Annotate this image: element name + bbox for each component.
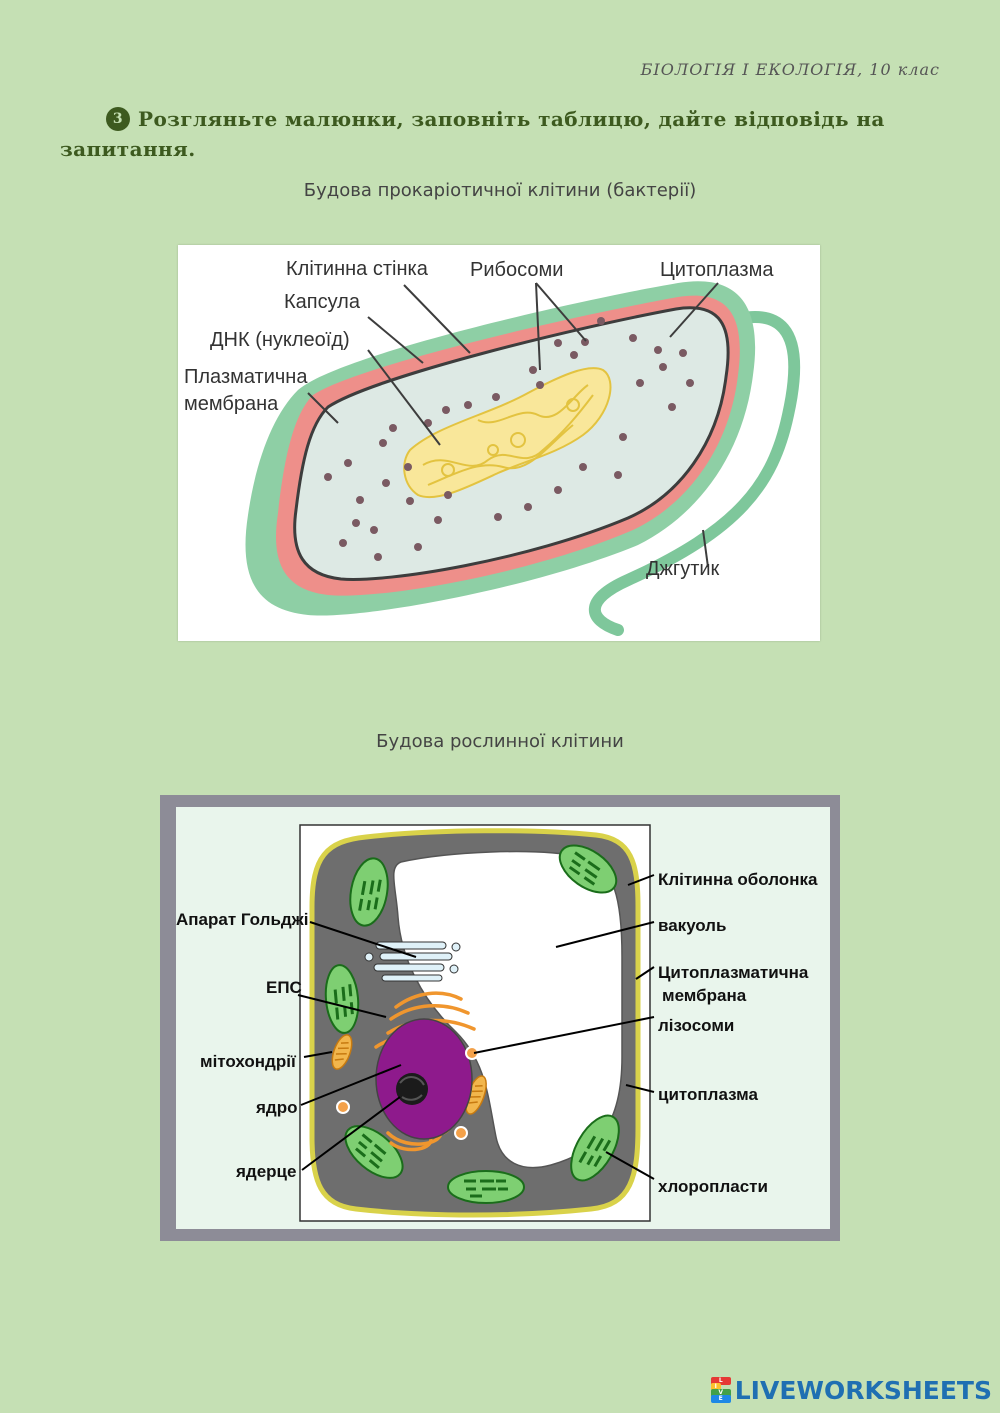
golgi-shape <box>364 941 461 982</box>
label-golgi: Апарат Гольджі <box>176 910 308 929</box>
logo-letter-e: E <box>710 1395 731 1403</box>
task-text: Розгляньте малюнки, заповніть таблицю, д… <box>60 107 885 161</box>
label-chloroplasts: хлоропласти <box>658 1177 768 1196</box>
label-cytoplasm: Цитоплазма <box>660 259 774 281</box>
label-mitochondria: мітохондрії <box>200 1052 297 1071</box>
plant-cell-diagram: Апарат Гольджі ЕПС мітохондрії ядро ядер… <box>176 824 818 1222</box>
task-number-badge: 3 <box>106 107 130 131</box>
nucleolus-shape <box>396 1073 428 1105</box>
logo-letter-i: I <box>710 1383 721 1391</box>
liveworksheets-logo[interactable]: L I V E LIVEWORKSHEETS <box>710 1375 992 1405</box>
prokaryotic-cell-diagram: Клітинна стінка Рибосоми Цитоплазма Капс… <box>184 258 801 636</box>
label-nucleus: ядро <box>255 1098 297 1117</box>
label-cytoplasm-plant: цитоплазма <box>658 1085 758 1104</box>
plant-leader-lines <box>297 874 655 1180</box>
label-cell-wall: Клітинна стінка <box>286 258 429 280</box>
label-membrane-line1: Плазматична <box>184 366 308 388</box>
label-nucleolus: ядерце <box>235 1162 296 1181</box>
plant-cell-panel: Апарат Гольджі ЕПС мітохондрії ядро ядер… <box>176 807 830 1229</box>
nucleoid-shape <box>403 367 612 499</box>
figure2-caption: Будова рослинної клітини <box>376 731 624 752</box>
label-flagellum: Джгутик <box>646 558 720 580</box>
label-capsule: Капсула <box>284 291 361 313</box>
chloroplast-shapes <box>324 844 620 1204</box>
label-ribosomes: Рибосоми <box>470 259 563 281</box>
plant-cell-figure: Апарат Гольджі ЕПС мітохондрії ядро ядер… <box>160 795 840 1241</box>
prokaryote-leader-lines <box>307 282 719 568</box>
label-membrane-plant-line1: Цитоплазматична <box>658 963 809 982</box>
ribosome-dots <box>324 317 694 561</box>
liveworksheets-logo-icon: L I V E <box>710 1377 731 1403</box>
lysosome-shapes <box>336 1046 479 1140</box>
logo-letter-l: L <box>710 1377 731 1385</box>
prokaryotic-cell-figure: Клітинна стінка Рибосоми Цитоплазма Капс… <box>178 245 820 641</box>
logo-letter-v: V <box>710 1389 731 1397</box>
label-membrane-plant-line2: мембрана <box>662 986 747 1005</box>
label-lysosomes: лізосоми <box>658 1016 734 1035</box>
figure1-caption: Будова прокаріотичної клітини (бактерії) <box>303 180 697 201</box>
label-er: ЕПС <box>266 978 302 997</box>
flagellum-shape <box>588 310 801 636</box>
liveworksheets-logo-text: LIVEWORKSHEETS <box>734 1375 992 1405</box>
label-dna: ДНК (нуклеоїд) <box>210 329 350 351</box>
label-membrane-line2: мембрана <box>184 393 279 415</box>
subject-header: БІОЛОГІЯ І ЕКОЛОГІЯ, 10 клас <box>640 60 940 79</box>
label-vacuole: вакуоль <box>658 916 726 935</box>
label-cell-wall-plant: Клітинна оболонка <box>658 870 818 889</box>
